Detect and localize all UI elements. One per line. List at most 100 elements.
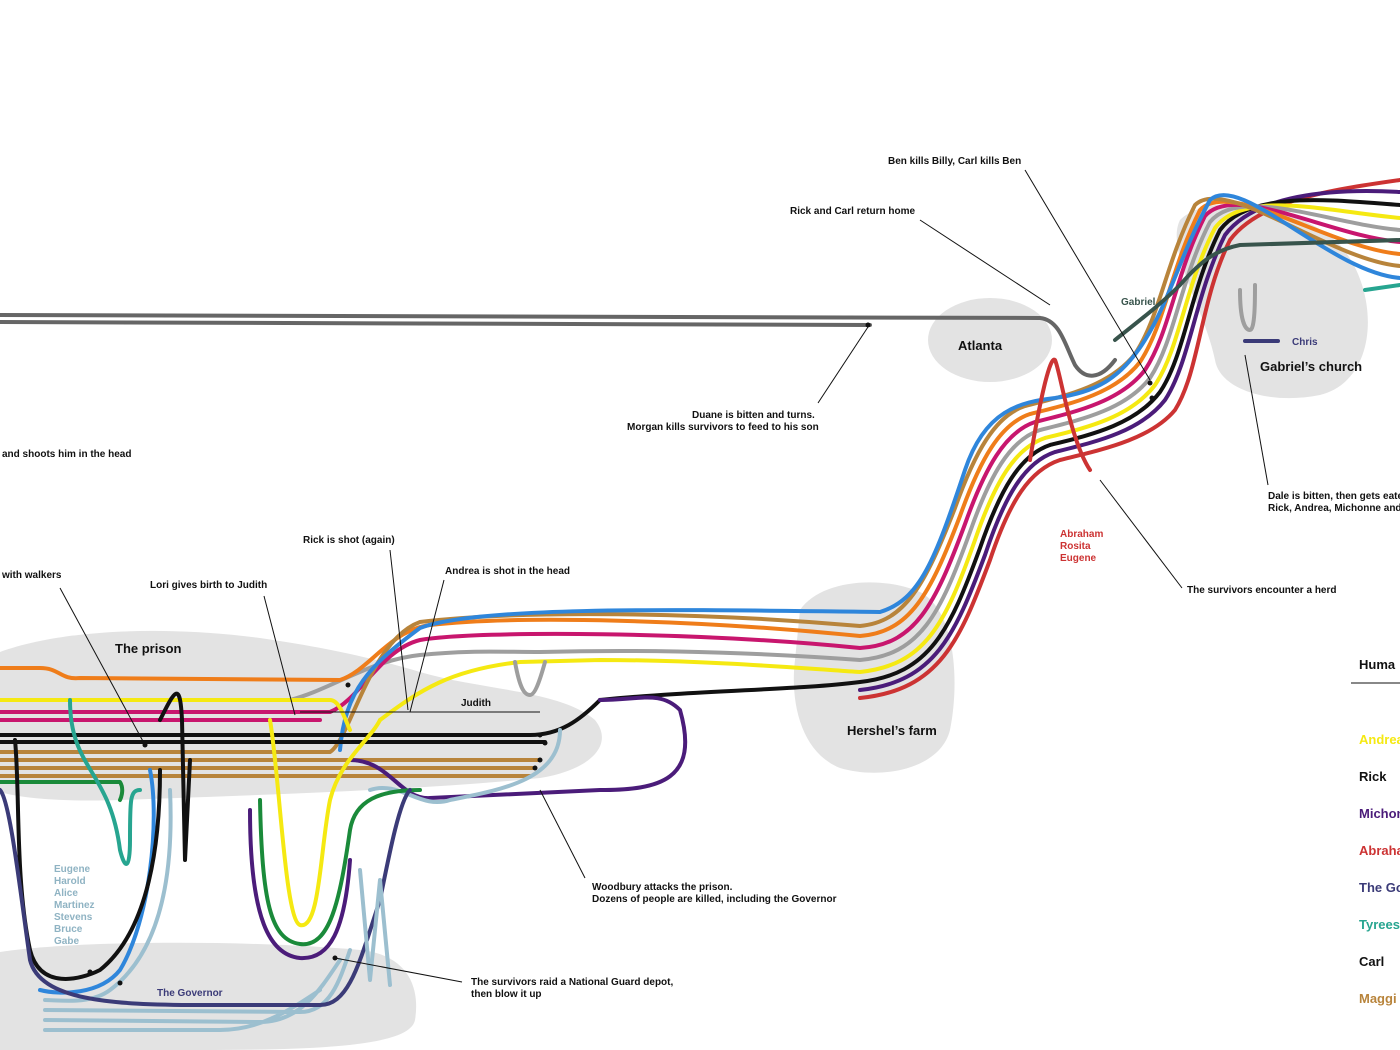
event-labels: Ben kills Billy, Carl kills Ben Rick and… <box>1 156 1400 1000</box>
dot-prison-b <box>542 740 548 746</box>
blob-national-guard <box>0 942 417 1050</box>
label-eugene-group-2: Alice <box>54 888 78 899</box>
dot-with-walkers <box>142 742 148 748</box>
event-ben-billy: Ben kills Billy, Carl kills Ben <box>888 156 1021 167</box>
event-raid-1: The survivors raid a National Guard depo… <box>471 977 673 988</box>
track-grey <box>288 204 1400 702</box>
dot-prison-d <box>532 765 538 771</box>
track-lightblue-spike <box>358 868 392 987</box>
legend-item-3: Abraha <box>1359 843 1400 858</box>
label-abraham-group-0: Abraham <box>1060 529 1103 540</box>
track-yellow-dip <box>268 718 382 928</box>
label-chris: Chris <box>1292 337 1318 348</box>
location-atlanta: Atlanta <box>958 338 1003 353</box>
track-lightblue-dip <box>43 788 352 1032</box>
dot-depot-a <box>87 969 93 975</box>
label-eugene-group-5: Bruce <box>54 924 83 935</box>
dot-prison-a <box>537 732 543 738</box>
track-abraham-spike <box>1028 357 1092 472</box>
label-eugene-group-1: Harold <box>54 876 86 887</box>
track-michonne <box>858 189 1400 692</box>
legend-item-0: Andrea <box>1359 732 1400 747</box>
event-shoots-head: and shoots him in the head <box>2 449 131 460</box>
track-tyreese <box>1363 283 1400 292</box>
label-eugene-group-0: Eugene <box>54 864 91 875</box>
location-labels: Atlanta Gabriel’s church The prison Hers… <box>115 338 1362 738</box>
legend-item-5: Tyrees <box>1359 917 1400 932</box>
label-eugene-group-6: Gabe <box>54 936 79 947</box>
track-yellow-b <box>0 698 352 732</box>
location-hershels-farm: Hershel’s farm <box>847 723 937 738</box>
label-abraham-group-1: Rosita <box>1060 541 1091 552</box>
event-woodbury-1: Woodbury attacks the prison. <box>592 882 733 893</box>
track-blue <box>338 193 1400 752</box>
legend-item-6: Carl <box>1359 954 1384 969</box>
leader-herd <box>1099 479 1183 589</box>
event-dale-1: Dale is bitten, then gets eate <box>1268 491 1400 502</box>
label-gabriel: Gabriel <box>1121 297 1156 308</box>
dot-ben-billy <box>1147 380 1153 386</box>
label-abraham-group-2: Eugene <box>1060 553 1097 564</box>
legend-item-1: Rick <box>1359 769 1387 784</box>
track-michonne-arc <box>348 695 688 801</box>
track-darkgreen <box>1113 238 1400 342</box>
track-tyreese-dip <box>68 698 142 866</box>
blob-hershels-farm <box>793 582 955 773</box>
track-green <box>0 780 125 802</box>
track-andrea <box>378 203 1400 722</box>
label-eugene-group-3: Martinez <box>54 900 95 911</box>
track-black-dip <box>13 738 162 981</box>
event-lori-judith: Lori gives birth to Judith <box>150 580 267 591</box>
dot-prison-c <box>537 757 543 763</box>
dot-church <box>1149 395 1155 401</box>
event-dale-2: Rick, Andrea, Michonne and <box>1268 503 1400 514</box>
leader-with-walkers <box>59 587 146 746</box>
location-gabriels-church: Gabriel’s church <box>1260 359 1362 374</box>
leader-duane <box>817 326 869 404</box>
track-duane <box>0 320 872 327</box>
leader-rick-shot <box>389 549 409 711</box>
label-the-governor: The Governor <box>157 988 223 999</box>
event-duane-2: Morgan kills survivors to feed to his so… <box>627 422 819 433</box>
track-grey-church <box>1238 283 1257 332</box>
event-duane-1: Duane is bitten and turns. <box>692 410 815 421</box>
legend-item-2: Michon <box>1359 806 1400 821</box>
dot-duane <box>865 322 871 328</box>
leader-ben-billy <box>1024 169 1151 381</box>
track-purple-dip <box>248 808 352 961</box>
track-abraham <box>858 178 1400 700</box>
label-eugene-group-4: Stevens <box>54 912 93 923</box>
label-judith: Judith <box>461 698 491 709</box>
legend-item-7: Maggi <box>1359 991 1397 1006</box>
event-andrea-shot: Andrea is shot in the head <box>445 566 570 577</box>
location-prison: The prison <box>115 641 182 656</box>
event-woodbury-2: Dozens of people are killed, including t… <box>592 894 837 905</box>
event-rick-shot: Rick is shot (again) <box>303 535 395 546</box>
track-green-dip <box>258 788 422 947</box>
track-black-a <box>0 698 602 737</box>
track-magenta <box>0 202 1400 714</box>
dot-prison-e <box>345 682 351 688</box>
leader-lori-judith <box>263 595 296 716</box>
event-herd: The survivors encounter a herd <box>1187 585 1337 596</box>
track-maggie <box>0 196 1400 754</box>
track-governor <box>0 788 412 1007</box>
event-with-walkers: with walkers <box>1 570 62 581</box>
leader-andrea-shot <box>409 579 445 713</box>
leader-woodbury <box>539 789 586 879</box>
track-morgan <box>0 313 1117 378</box>
track-rick <box>598 198 1400 702</box>
track-grey-bump <box>513 660 547 697</box>
dot-depot-b <box>117 980 123 986</box>
legend-title: Huma <box>1359 657 1396 672</box>
leader-dale <box>1244 354 1269 486</box>
legend-item-4: The Go <box>1359 880 1400 895</box>
leader-raid <box>334 957 463 983</box>
leader-rick-carl-home <box>919 219 1051 306</box>
dot-raid <box>332 955 338 961</box>
event-raid-2: then blow it up <box>471 989 542 1000</box>
track-black-spike <box>158 691 192 862</box>
